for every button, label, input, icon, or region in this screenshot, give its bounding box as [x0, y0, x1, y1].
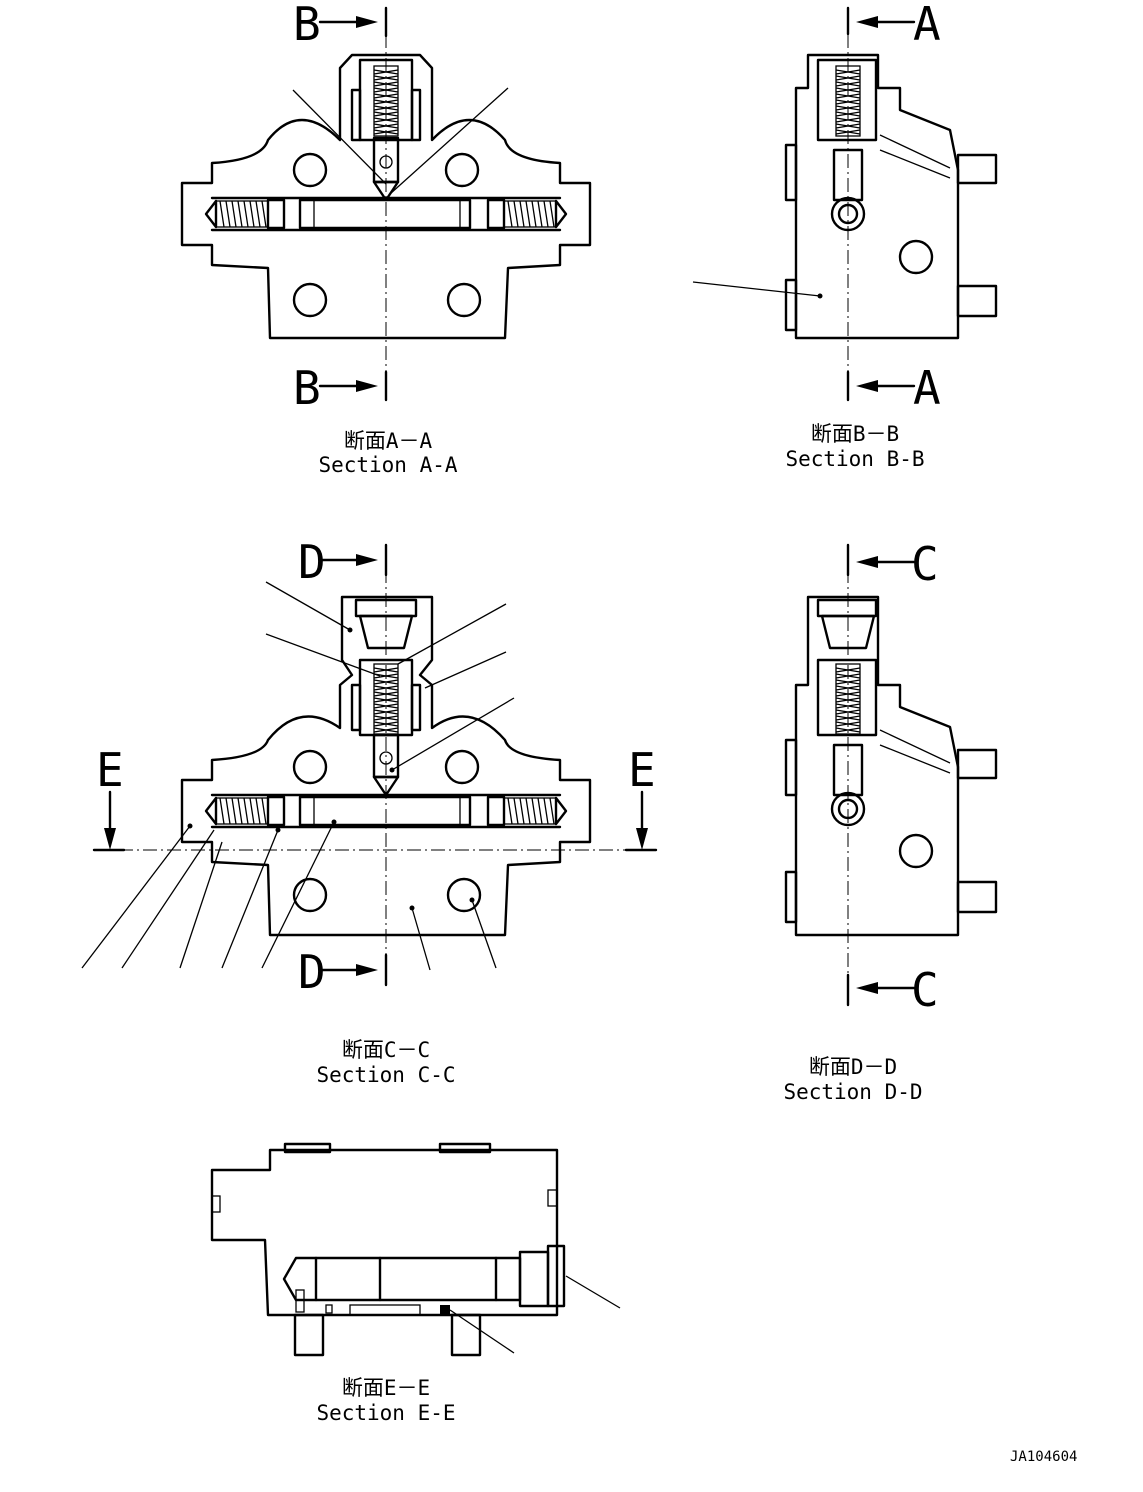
caption-jp-bb: 断面B－B: [811, 422, 899, 446]
cut-arrow-d-top: D: [298, 535, 380, 589]
section-d-d-view: C C 断面D－D Section D-D: [783, 537, 998, 1104]
caption-en-dd: Section D-D: [783, 1080, 922, 1104]
caption-en-ee: Section E-E: [316, 1401, 455, 1425]
caption-en-aa: Section A-A: [318, 453, 457, 477]
cut-letter-e-right: E: [628, 743, 656, 797]
caption-en-cc: Section C-C: [316, 1063, 455, 1087]
cut-arrow-c-bottom: C: [854, 963, 939, 1017]
valve-body-outline: [180, 595, 592, 937]
bolt-hole: [446, 282, 482, 318]
spring-icon: [215, 797, 269, 825]
bolt-hole: [446, 877, 482, 913]
cut-letter-c-top: C: [911, 537, 939, 591]
spring-icon: [215, 200, 269, 228]
valve-body-outline: [210, 1148, 559, 1317]
section-e-e-view: 断面E－E Section E-E: [210, 1142, 621, 1425]
section-a-a-view: B B: [180, 0, 592, 477]
cut-letter-b-bottom: B: [293, 361, 321, 415]
cut-arrow-b-bottom: B: [293, 361, 380, 415]
cut-arrow-a-bottom: A: [854, 361, 941, 415]
leader-lines: [81, 581, 515, 971]
cut-arrow-d-bottom: D: [298, 945, 380, 999]
caption-jp-dd: 断面D－D: [809, 1055, 897, 1079]
valve-body-outline: [180, 53, 592, 340]
section-b-b-view: A A 断面B－B Section B-B: [692, 0, 998, 471]
bolt-hole: [292, 749, 328, 785]
bolt-hole: [898, 239, 934, 275]
cut-arrow-a-top: A: [854, 0, 941, 51]
cut-letter-b-top: B: [293, 0, 321, 51]
cut-marker-e-left: E: [92, 743, 126, 852]
cut-letter-e-left: E: [96, 743, 124, 797]
bolt-hole: [898, 833, 934, 869]
caption-jp-aa: 断面A－A: [344, 429, 433, 453]
spring-icon: [503, 797, 557, 825]
cut-letter-d-bottom: D: [298, 945, 326, 999]
cut-letter-a-bottom: A: [913, 361, 941, 415]
valve-body-outline: [794, 595, 960, 937]
caption-en-bb: Section B-B: [785, 447, 924, 471]
cut-letter-c-bottom: C: [911, 963, 939, 1017]
valve-body-outline: [794, 53, 960, 340]
bolt-hole: [444, 152, 480, 188]
cut-letter-a-top: A: [913, 0, 941, 51]
caption-jp-cc: 断面C－C: [342, 1038, 430, 1062]
caption-jp-ee: 断面E－E: [342, 1376, 430, 1400]
drawing-id: JA104604: [1010, 1449, 1077, 1465]
cut-letter-d-top: D: [298, 535, 326, 589]
cut-marker-e-right: E: [624, 743, 658, 852]
bolt-hole: [292, 282, 328, 318]
cut-arrow-c-top: C: [854, 537, 939, 591]
bolt-hole: [292, 877, 328, 913]
cut-arrow-b-top: B: [293, 0, 380, 51]
bolt-hole: [444, 749, 480, 785]
spring-icon: [503, 200, 557, 228]
section-c-c-view: D D E E: [81, 535, 658, 1087]
bolt-hole: [292, 152, 328, 188]
